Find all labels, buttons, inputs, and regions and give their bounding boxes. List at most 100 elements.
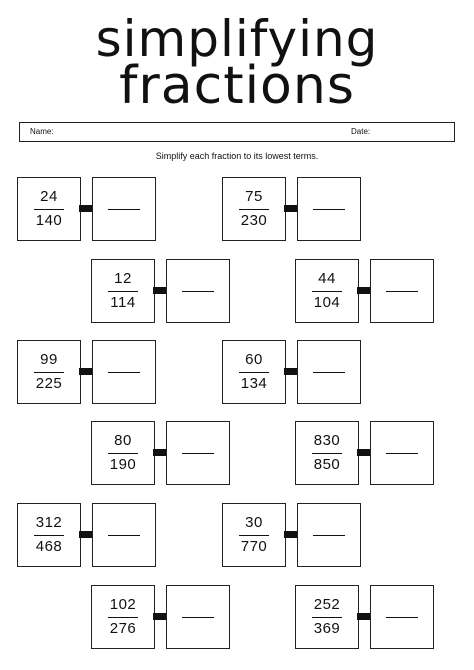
connector xyxy=(153,613,168,620)
numerator: 102 xyxy=(109,596,137,613)
connector xyxy=(79,531,94,538)
fraction-bar xyxy=(312,291,342,292)
fraction-box: 99 225 xyxy=(17,340,81,404)
fraction-box: 24 140 xyxy=(17,177,81,241)
fraction-bar xyxy=(312,453,342,454)
answer-box[interactable] xyxy=(297,503,361,567)
answer-box[interactable] xyxy=(166,421,230,485)
answer-box[interactable] xyxy=(370,585,434,649)
problem-11: 102 276 xyxy=(91,585,231,651)
numerator: 830 xyxy=(313,432,341,449)
problem-6: 60 134 xyxy=(222,340,362,406)
fraction-box: 252 369 xyxy=(295,585,359,649)
answer-box[interactable] xyxy=(166,259,230,323)
problem-7: 80 190 xyxy=(91,421,231,487)
numerator: 80 xyxy=(114,432,132,449)
fraction-bar xyxy=(312,617,342,618)
problem-4: 44 104 xyxy=(295,259,435,325)
fraction-bar xyxy=(239,372,269,373)
connector xyxy=(357,613,372,620)
answer-line xyxy=(182,617,214,618)
answer-box[interactable] xyxy=(370,259,434,323)
answer-line xyxy=(386,291,418,292)
problem-5: 99 225 xyxy=(17,340,157,406)
numerator: 99 xyxy=(40,351,58,368)
denominator: 225 xyxy=(35,375,63,392)
connector xyxy=(284,205,299,212)
connector xyxy=(79,368,94,375)
connector xyxy=(153,287,168,294)
date-label: Date: xyxy=(351,127,371,136)
fraction-box: 60 134 xyxy=(222,340,286,404)
answer-line xyxy=(108,209,140,210)
problem-10: 30 770 xyxy=(222,503,362,569)
connector xyxy=(357,287,372,294)
fraction-bar xyxy=(108,453,138,454)
answer-line xyxy=(313,209,345,210)
answer-line xyxy=(182,291,214,292)
worksheet-title-line-2: fractions xyxy=(119,56,355,116)
problem-2: 75 230 xyxy=(222,177,362,243)
fraction-box: 44 104 xyxy=(295,259,359,323)
answer-line xyxy=(313,535,345,536)
connector xyxy=(284,531,299,538)
denominator: 276 xyxy=(109,620,137,637)
denominator: 850 xyxy=(313,456,341,473)
numerator: 44 xyxy=(318,270,336,287)
denominator: 104 xyxy=(313,294,341,311)
connector xyxy=(284,368,299,375)
fraction-bar xyxy=(34,535,64,536)
name-date-bar: Name: Date: xyxy=(19,122,455,142)
denominator: 134 xyxy=(240,375,268,392)
fraction-box: 80 190 xyxy=(91,421,155,485)
fraction-box: 30 770 xyxy=(222,503,286,567)
answer-line xyxy=(182,453,214,454)
problem-12: 252 369 xyxy=(295,585,435,651)
fraction-box: 830 850 xyxy=(295,421,359,485)
problem-9: 312 468 xyxy=(17,503,157,569)
denominator: 468 xyxy=(35,538,63,555)
connector xyxy=(153,449,168,456)
denominator: 770 xyxy=(240,538,268,555)
problem-3: 12 114 xyxy=(91,259,231,325)
numerator: 24 xyxy=(40,188,58,205)
answer-box[interactable] xyxy=(92,340,156,404)
name-label: Name: xyxy=(30,127,54,136)
answer-box[interactable] xyxy=(297,177,361,241)
numerator: 252 xyxy=(313,596,341,613)
answer-box[interactable] xyxy=(297,340,361,404)
denominator: 114 xyxy=(110,294,136,311)
denominator: 190 xyxy=(109,456,137,473)
answer-line xyxy=(386,453,418,454)
answer-box[interactable] xyxy=(92,503,156,567)
answer-line xyxy=(108,535,140,536)
numerator: 30 xyxy=(245,514,263,531)
denominator: 369 xyxy=(313,620,341,637)
answer-box[interactable] xyxy=(370,421,434,485)
connector xyxy=(79,205,94,212)
numerator: 312 xyxy=(35,514,63,531)
problem-8: 830 850 xyxy=(295,421,435,487)
fraction-box: 75 230 xyxy=(222,177,286,241)
fraction-bar xyxy=(239,209,269,210)
fraction-box: 102 276 xyxy=(91,585,155,649)
answer-line xyxy=(313,372,345,373)
problem-1: 24 140 xyxy=(17,177,157,243)
fraction-bar xyxy=(34,209,64,210)
fraction-box: 12 114 xyxy=(91,259,155,323)
answer-line xyxy=(386,617,418,618)
numerator: 75 xyxy=(245,188,263,205)
instructions: Simplify each fraction to its lowest ter… xyxy=(155,151,319,161)
fraction-bar xyxy=(34,372,64,373)
numerator: 12 xyxy=(114,270,132,287)
denominator: 230 xyxy=(240,212,268,229)
answer-line xyxy=(108,372,140,373)
answer-box[interactable] xyxy=(92,177,156,241)
fraction-bar xyxy=(108,617,138,618)
answer-box[interactable] xyxy=(166,585,230,649)
fraction-bar xyxy=(108,291,138,292)
numerator: 60 xyxy=(245,351,263,368)
denominator: 140 xyxy=(35,212,63,229)
connector xyxy=(357,449,372,456)
fraction-bar xyxy=(239,535,269,536)
